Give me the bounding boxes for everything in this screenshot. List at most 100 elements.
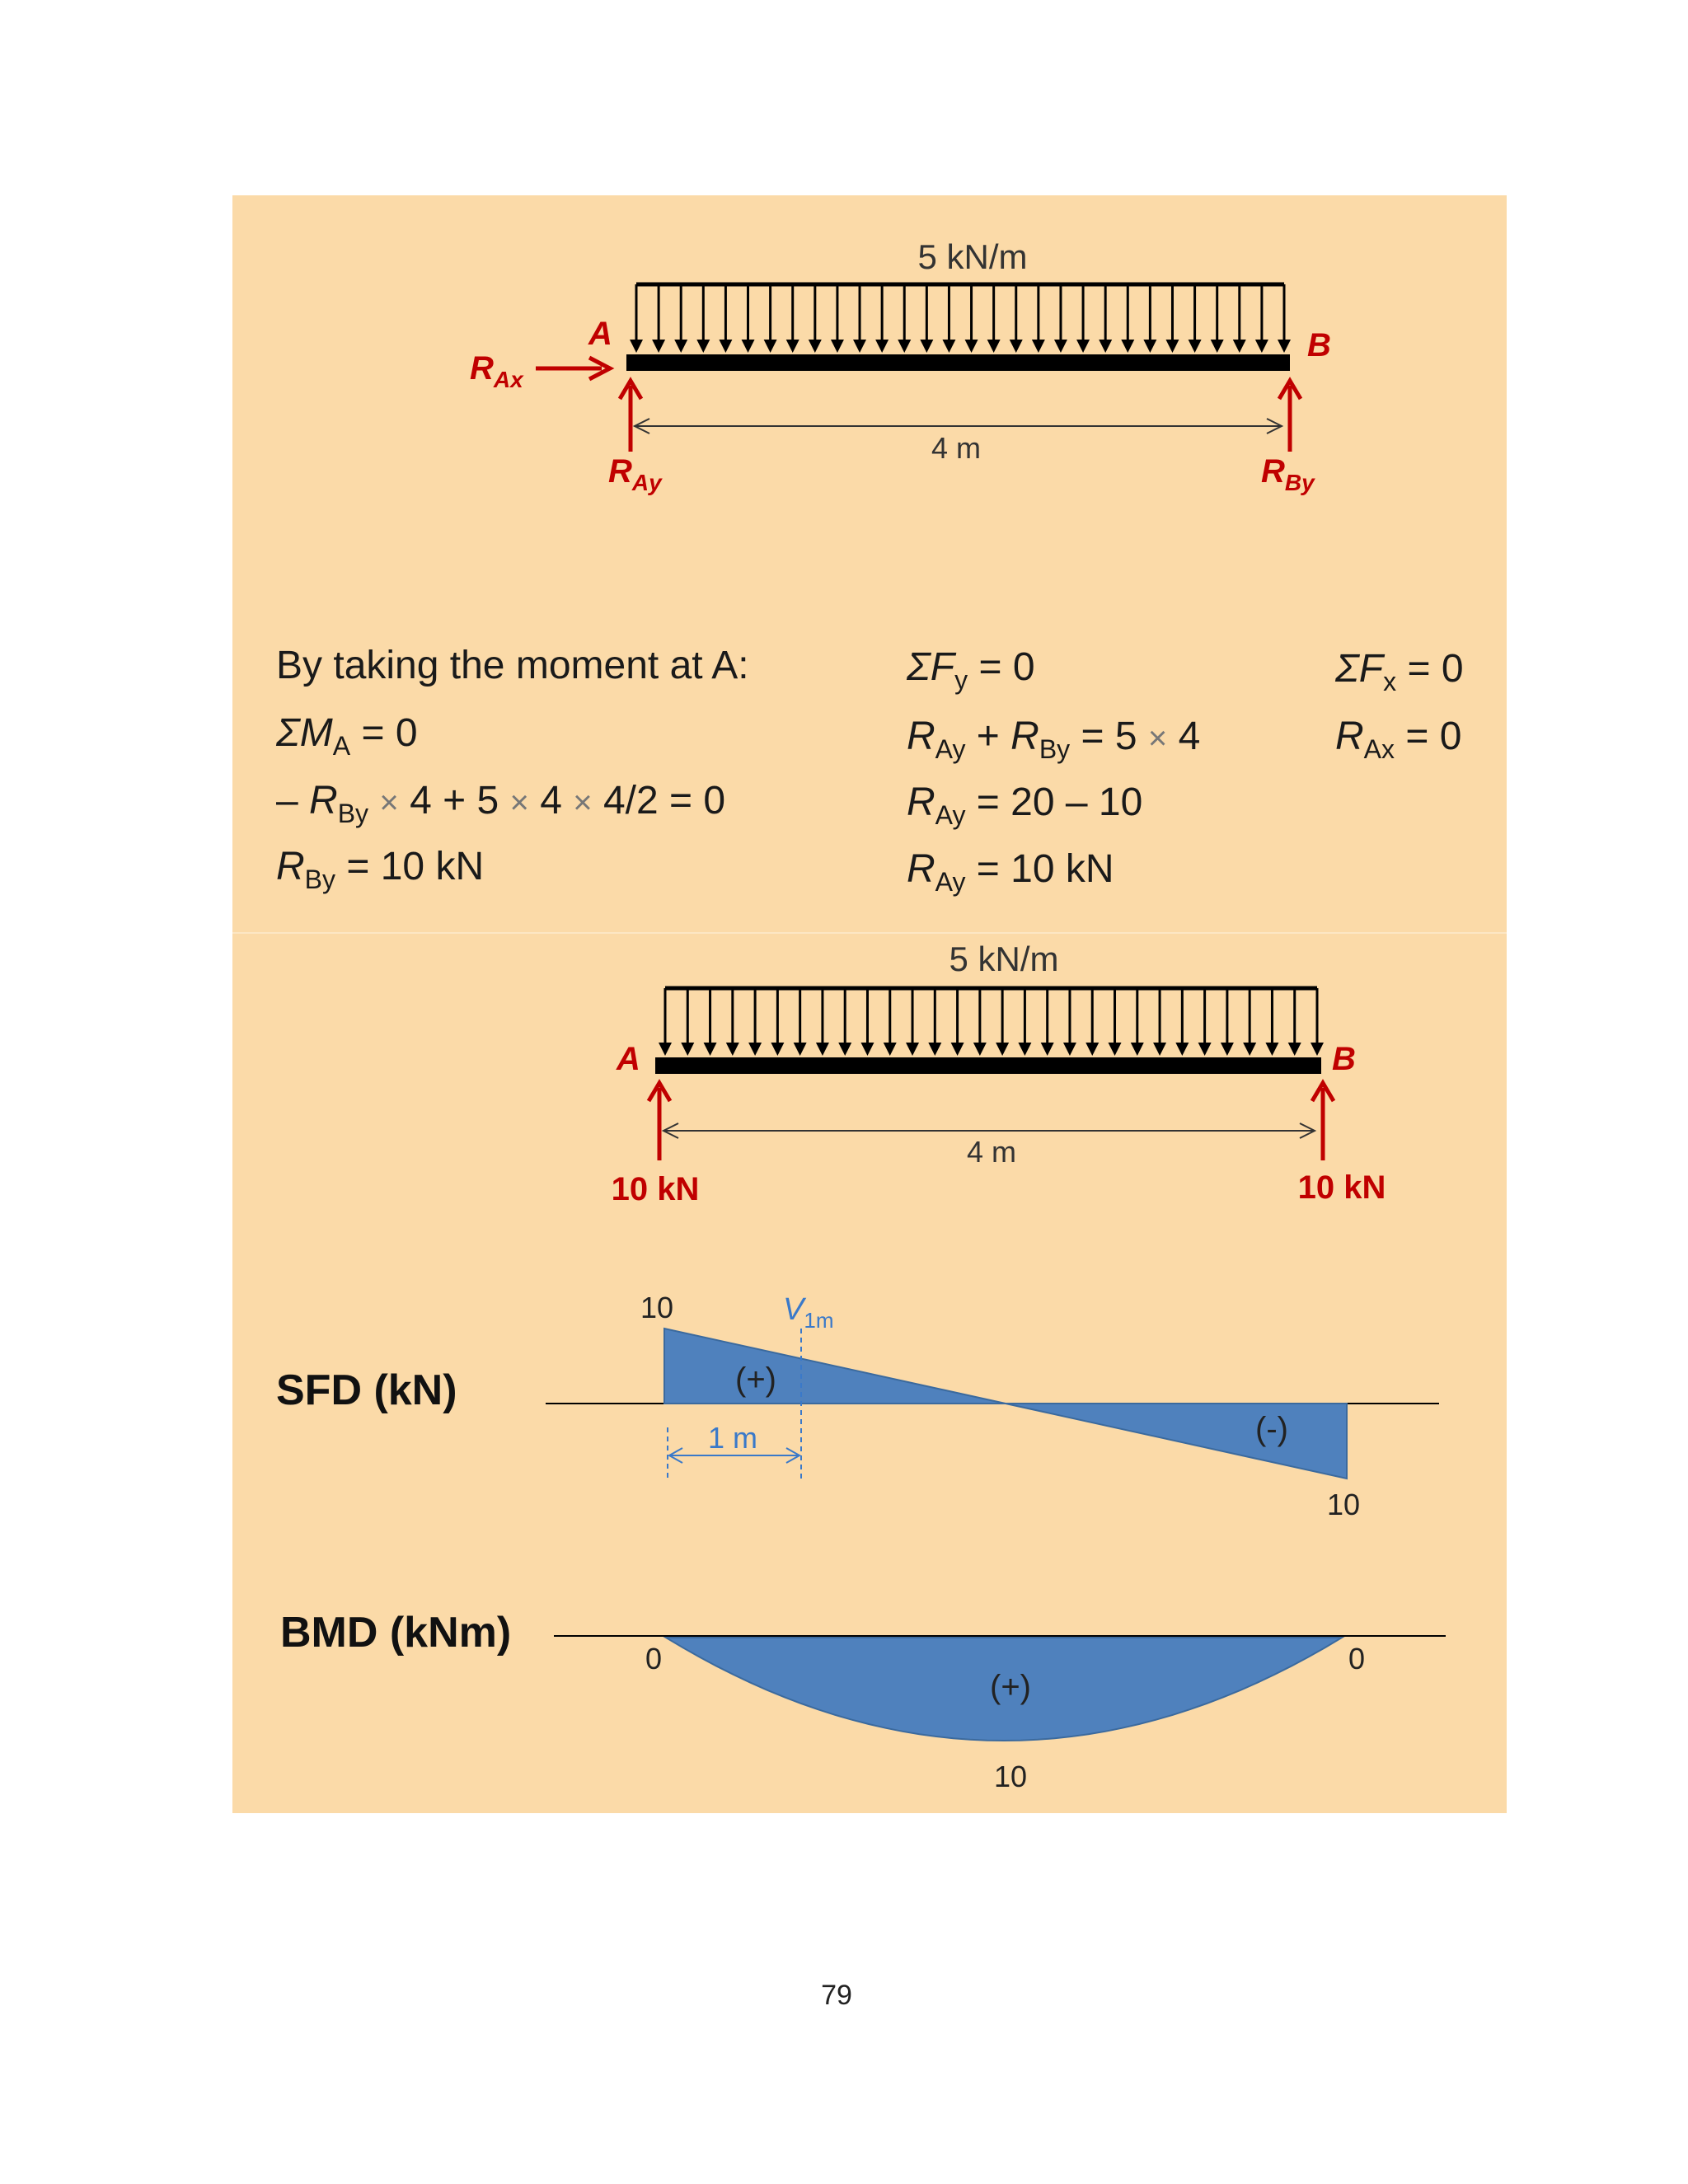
bmd-max-value: 10 [994, 1760, 1027, 1793]
reaction-b-arrow [1310, 1079, 1336, 1160]
r-by-result: RBy = 10 kN [276, 845, 485, 895]
bottom-beam-diagram: 5 kN/m A B 10 kN 10 kN 4 m [612, 940, 1386, 1207]
udl-arrow-head [898, 340, 912, 353]
shear-force-diagram: SFD (kN) 10 10 (+) (-) V1m 1 m [276, 1291, 1439, 1521]
udl-arrow-head [630, 340, 643, 353]
bmd-left-value: 0 [645, 1642, 662, 1675]
udl-arrow-head [1108, 1043, 1122, 1056]
udl-arrow-head [1062, 1043, 1076, 1056]
fy-equation: RAy + RBy = 5 × 4 [907, 715, 1201, 765]
sfd-positive-sign: (+) [735, 1361, 776, 1398]
udl-arrow-head [748, 1043, 762, 1056]
udl-arrow-head [674, 340, 688, 353]
top-load-label: 5 kN/m [917, 237, 1027, 276]
udl-arrow-head [1121, 340, 1135, 353]
v1m-label: V1m [783, 1292, 833, 1333]
top-span-dimension [632, 418, 1284, 434]
r-ax-label: RAx [470, 350, 524, 392]
bmd-positive-sign: (+) [990, 1669, 1031, 1705]
reaction-a-value: 10 kN [612, 1171, 700, 1207]
udl-arrow-head [950, 1043, 964, 1056]
bottom-beam [655, 1057, 1321, 1074]
udl-arrow-head [964, 340, 978, 353]
bmd-title: BMD (kNm) [280, 1609, 511, 1657]
fx-sum-eq: ΣFx = 0 [1335, 647, 1464, 697]
one-meter-label: 1 m [708, 1421, 757, 1455]
top-udl-arrows [630, 282, 1291, 353]
panel-divider [232, 932, 1507, 934]
udl-arrow-head [763, 340, 777, 353]
udl-arrow-head [1254, 340, 1268, 353]
r-ay-arrow [617, 377, 644, 452]
udl-arrow-head [719, 340, 733, 353]
one-meter-dimension [667, 1447, 802, 1464]
udl-arrow-head [1175, 1043, 1189, 1056]
top-beam-diagram: 5 kN/m A B RAx RAy RBy 4 m [470, 237, 1331, 495]
moment-sum-eq: ΣMA = 0 [276, 711, 418, 762]
sfd-left-value: 10 [640, 1291, 673, 1324]
sfd-negative-sign: (-) [1255, 1411, 1288, 1447]
udl-arrow-head [942, 340, 956, 353]
udl-arrow-head [1009, 340, 1023, 353]
udl-arrow-head [1287, 1043, 1301, 1056]
udl-arrow-head [696, 340, 710, 353]
udl-arrow-head [875, 340, 889, 353]
bottom-point-a: A [616, 1041, 640, 1077]
bottom-point-b: B [1332, 1041, 1356, 1077]
udl-arrow-head [741, 340, 755, 353]
udl-arrow-head [793, 1043, 807, 1056]
udl-arrow-head [830, 340, 844, 353]
reaction-a-arrow [646, 1079, 673, 1160]
udl-arrow-head [703, 1043, 717, 1056]
r-ay-result: RAy = 10 kN [907, 847, 1114, 898]
page-number: 79 [821, 1980, 852, 2011]
udl-arrow-head [1076, 340, 1090, 353]
udl-arrow-head [1220, 1043, 1234, 1056]
udl-arrow-head [920, 340, 934, 353]
udl-arrow-head [1085, 1043, 1100, 1056]
udl-arrow-head [928, 1043, 942, 1056]
udl-arrow-head [1040, 1043, 1054, 1056]
udl-arrow-head [1099, 340, 1113, 353]
top-point-a: A [588, 316, 612, 352]
top-span-label: 4 m [931, 431, 981, 465]
udl-arrow-head [1311, 1043, 1324, 1056]
udl-arrow-head [1265, 1043, 1279, 1056]
udl-arrow-head [815, 1043, 829, 1056]
top-point-b: B [1307, 327, 1331, 363]
udl-arrow-head [1018, 1043, 1032, 1056]
udl-arrow-head [987, 340, 1001, 353]
moment-heading: By taking the moment at A: [276, 644, 749, 687]
bottom-span-dimension [661, 1122, 1317, 1139]
r-ax-result: RAx = 0 [1335, 715, 1462, 765]
bottom-udl-arrows [659, 986, 1324, 1056]
udl-arrow-head [1198, 1043, 1212, 1056]
udl-arrow-head [1188, 340, 1202, 353]
udl-arrow-head [1278, 340, 1291, 353]
r-ax-arrow [536, 355, 615, 382]
udl-arrow-head [1130, 1043, 1144, 1056]
udl-arrow-head [771, 1043, 785, 1056]
bottom-load-label: 5 kN/m [949, 940, 1058, 978]
udl-arrow-head [853, 340, 867, 353]
udl-arrow-head [652, 340, 666, 353]
udl-arrow-head [681, 1043, 695, 1056]
bmd-right-value: 0 [1348, 1642, 1365, 1675]
udl-arrow-head [808, 340, 822, 353]
r-by-label: RBy [1261, 453, 1315, 495]
udl-arrow-head [1153, 1043, 1167, 1056]
udl-arrow-head [996, 1043, 1010, 1056]
top-beam [626, 354, 1290, 371]
r-by-arrow [1277, 377, 1303, 452]
udl-arrow-head [1143, 340, 1157, 353]
udl-arrow-head [725, 1043, 739, 1056]
sfd-title: SFD (kN) [276, 1366, 457, 1414]
udl-arrow-head [1053, 340, 1067, 353]
sfd-positive-area [663, 1327, 1006, 1404]
reaction-b-value: 10 kN [1298, 1169, 1386, 1206]
bottom-span-label: 4 m [967, 1135, 1016, 1169]
moment-equation: – RBy × 4 + 5 × 4 × 4/2 = 0 [276, 779, 726, 829]
udl-arrow-head [883, 1043, 897, 1056]
udl-arrow-head [860, 1043, 874, 1056]
